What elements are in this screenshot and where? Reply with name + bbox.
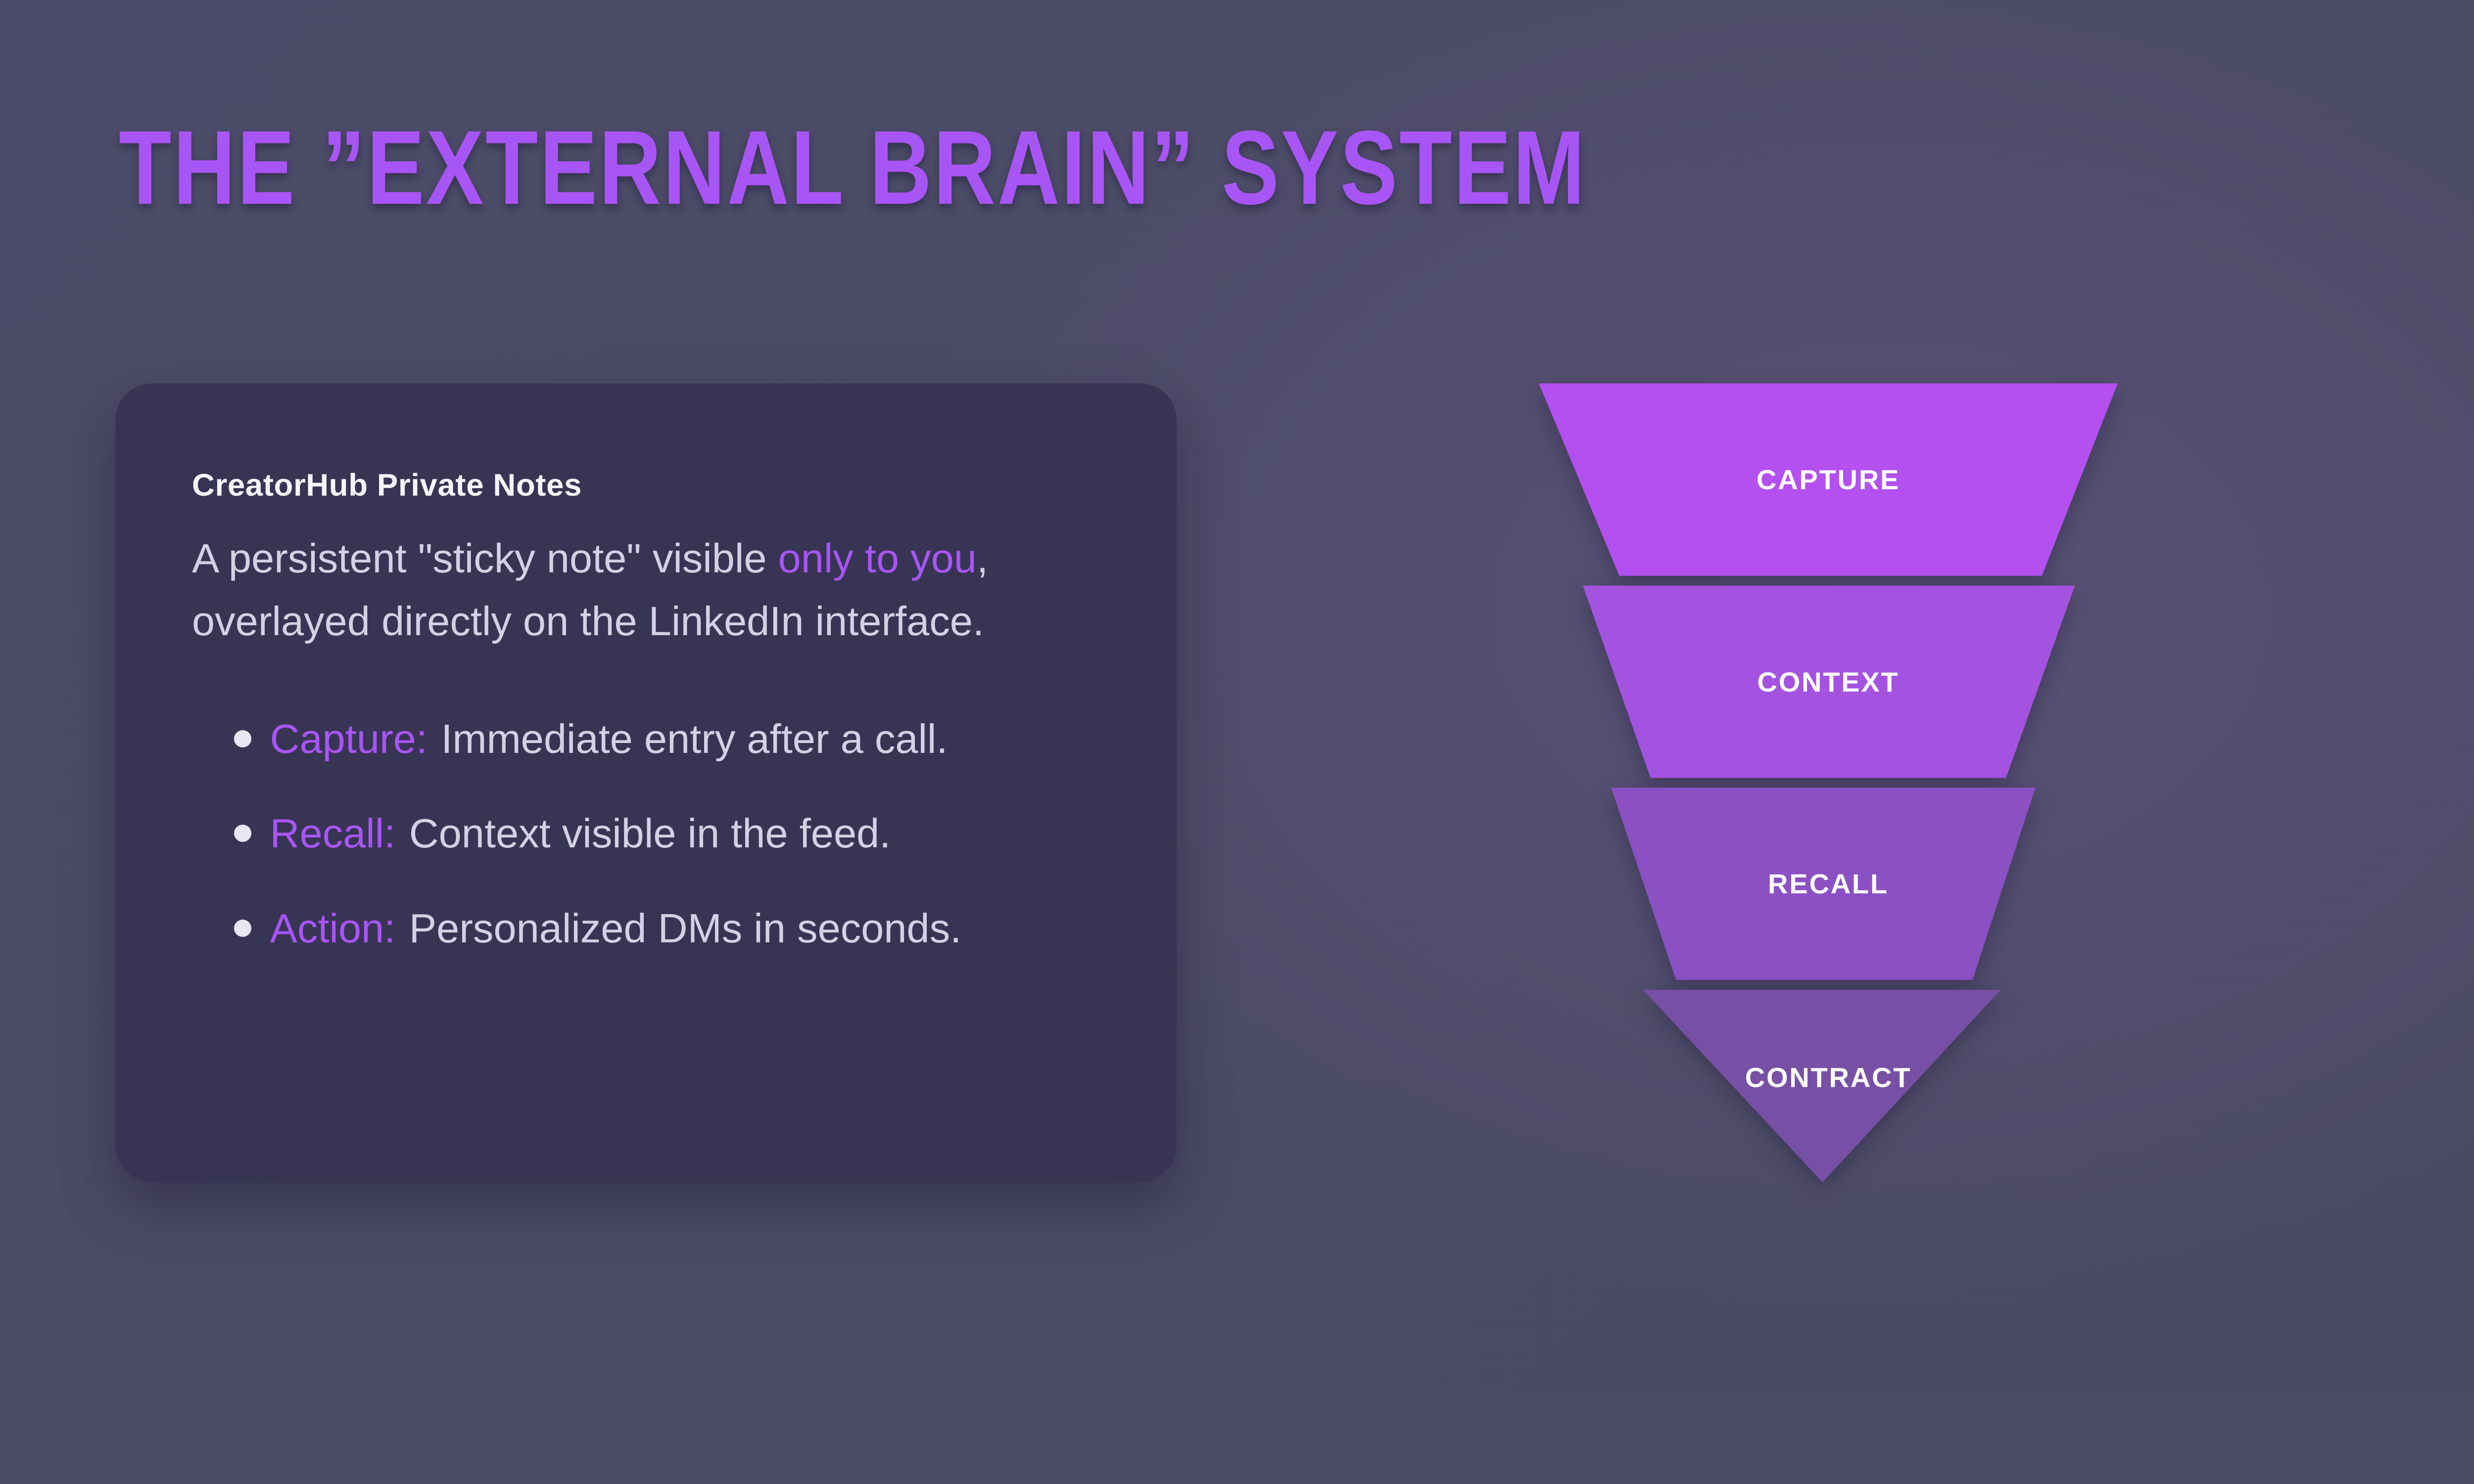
card-paragraph: A persistent "sticky note" visible only … [192,527,1078,653]
bullet-item-recall: Recall: Context visible in the feed. [234,802,1078,865]
funnel-stage-capture: CAPTURE [1539,383,2118,576]
bullet-keyword: Capture: [270,715,428,762]
bullet-keyword: Action: [270,905,396,951]
funnel-trapezoid [1582,585,2075,778]
notes-card: CreatorHub Private Notes A persistent "s… [115,383,1177,1182]
funnel-trapezoid [1539,383,2118,576]
funnel-stage-recall: RECALL [1539,788,2118,980]
paragraph-highlight: only to you [778,535,977,581]
paragraph-text-after: , overlayed directly on the LinkedIn int… [192,535,989,645]
bullet-dot [234,730,251,747]
bullet-dot [234,825,251,842]
card-heading: CreatorHub Private Notes [192,468,582,503]
funnel-stage-label: CONTEXT [1757,666,1900,697]
page-title: THE ”EXTERNAL BRAIN” SYSTEM [119,109,1587,227]
bullet-text: Context visible in the feed. [409,810,891,856]
funnel-stage-context: CONTEXT [1539,585,2118,778]
paragraph-text: A persistent "sticky note" visible [192,535,778,581]
funnel-trapezoid [1611,788,2036,980]
funnel-stage-label: CONTRACT [1745,1062,1912,1093]
bullet-item-action: Action: Personalized DMs in seconds. [234,897,1078,960]
bullet-text: Personalized DMs in seconds. [409,905,962,951]
bullet-dot [234,919,251,937]
funnel-diagram: CAPTURE CONTEXT RECALL CONTRACT [1539,383,2118,1182]
bullet-item-capture: Capture: Immediate entry after a call. [234,707,1078,771]
funnel-stage-label: RECALL [1768,868,1889,900]
funnel-stage-label: CAPTURE [1756,464,1901,495]
bullet-keyword: Recall: [270,810,396,856]
bullet-list: Capture: Immediate entry after a call. R… [192,707,1078,960]
bullet-text: Immediate entry after a call. [441,715,948,762]
funnel-stage-contract: CONTRACT [1539,989,2118,1182]
slide: THE ”EXTERNAL BRAIN” SYSTEM CreatorHub P… [0,0,2474,1391]
